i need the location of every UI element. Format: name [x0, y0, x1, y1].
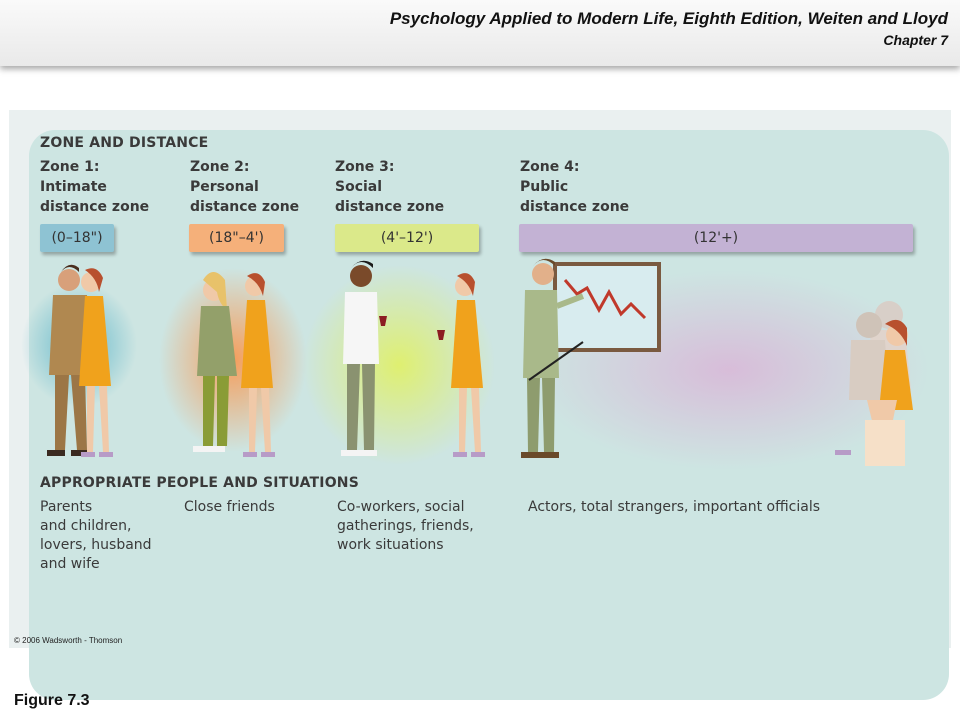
zone3-title: Zone 3: Social distance zone — [335, 159, 445, 215]
zone4-public-figure — [521, 258, 913, 466]
zone1-couple-figure — [47, 264, 113, 457]
chapter-label: Chapter 7 — [883, 32, 948, 48]
zone-illustrations — [21, 258, 929, 470]
figure-frame: ZONE AND DISTANCE Zone 1: Intimate dista… — [9, 110, 951, 700]
copyright-credit: © 2006 Wadsworth - Thomson — [14, 636, 123, 645]
zone4-range-bar: (12'+) — [519, 224, 913, 252]
zone4-range-label: (12'+) — [693, 230, 739, 246]
zone4-title: Zone 4: Public distance zone — [520, 159, 630, 215]
zone1-range-bar: (0–18") — [40, 224, 114, 252]
zone1-people: Parents and children, lovers, husband an… — [40, 499, 152, 572]
zone2-title: Zone 2: Personal distance zone — [190, 159, 300, 215]
zone4-people: Actors, total strangers, important offic… — [528, 499, 821, 515]
zone1-range-label: (0–18") — [51, 230, 103, 246]
book-title: Psychology Applied to Modern Life, Eight… — [389, 9, 948, 28]
zone3-range-label: (4'–12') — [380, 230, 434, 246]
zone3-social-figure — [341, 260, 485, 457]
zone3-range-bar: (4'–12') — [335, 224, 479, 252]
header-bar: Psychology Applied to Modern Life, Eight… — [0, 0, 960, 66]
figure-label: Figure 7.3 — [14, 692, 90, 709]
zone2-people: Close friends — [184, 499, 275, 515]
zone2-range-bar: (18"–4') — [189, 224, 284, 252]
zone2-range-label: (18"–4') — [209, 230, 264, 246]
section-title-people-situations: APPROPRIATE PEOPLE AND SITUATIONS — [40, 475, 360, 491]
zone3-people: Co-workers, social gatherings, friends, … — [337, 499, 474, 553]
zone1-title: Zone 1: Intimate distance zone — [40, 159, 150, 215]
zone2-friends-figure — [193, 272, 275, 457]
section-title-zone-distance: ZONE AND DISTANCE — [40, 135, 209, 151]
